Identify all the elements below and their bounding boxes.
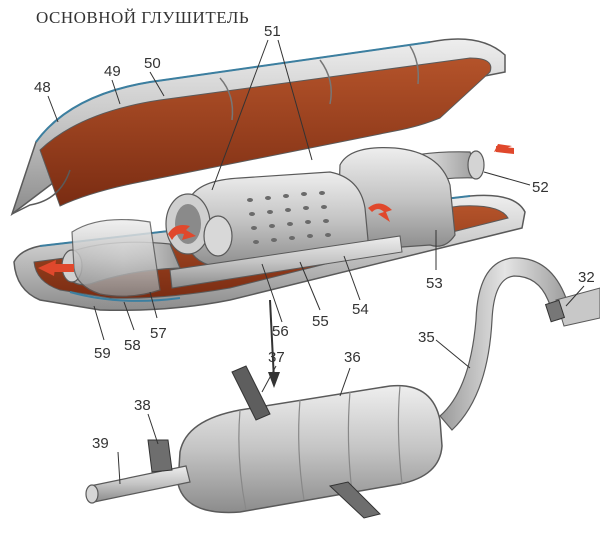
callout-52: 52	[532, 179, 549, 196]
assembly-arrow-line	[269, 299, 275, 381]
callout-38: 38	[134, 397, 151, 414]
swirl-arrow-right	[368, 203, 392, 222]
outlet-arrow	[38, 260, 74, 276]
callout-48: 48	[34, 79, 51, 96]
bracket-38	[147, 439, 173, 473]
assembled-muffler	[85, 257, 600, 519]
callout-49: 49	[104, 63, 121, 80]
upper-shell	[10, 38, 506, 217]
swirl-arrow-left	[168, 225, 196, 240]
hanger-37	[231, 365, 271, 421]
callout-54: 54	[352, 301, 369, 318]
flow-arrows	[38, 144, 514, 276]
muffler-body-36	[177, 384, 443, 514]
callout-53: 53	[426, 275, 443, 292]
lower-bracket	[328, 481, 381, 519]
callout-35: 35	[418, 329, 435, 346]
callout-37: 37	[268, 349, 285, 366]
perforations	[247, 191, 331, 244]
tail-pipe-39	[89, 465, 191, 503]
callout-55: 55	[312, 313, 329, 330]
callout-59: 59	[94, 345, 111, 362]
callout-51: 51	[264, 23, 281, 40]
callout-50: 50	[144, 55, 161, 72]
callout-57: 57	[150, 325, 167, 342]
callout-39: 39	[92, 435, 109, 452]
leader-lines	[47, 39, 585, 485]
assembly-arrow-head	[268, 372, 280, 388]
callout-58: 58	[124, 337, 141, 354]
internal-assembly	[61, 147, 485, 297]
clamp-32	[544, 299, 566, 323]
inlet-arrow	[494, 144, 514, 154]
exhaust-pipe-35	[439, 257, 571, 431]
callout-32: 32	[578, 269, 595, 286]
callout-36: 36	[344, 349, 361, 366]
callout-56: 56	[272, 323, 289, 340]
page-title: ОСНОВНОЙ ГЛУШИТЕЛЬ	[36, 8, 250, 27]
